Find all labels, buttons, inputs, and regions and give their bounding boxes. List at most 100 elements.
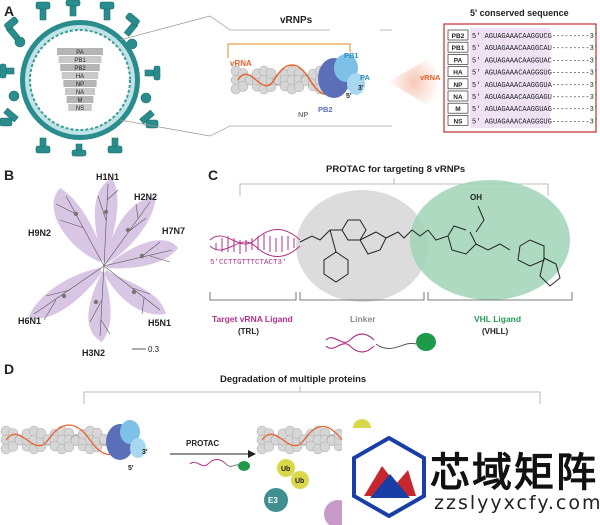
oh-label: OH [470, 193, 482, 202]
d-vrnp-left [0, 420, 146, 460]
seq-segment-box [447, 78, 469, 90]
d-np-beads-left [0, 425, 110, 455]
vrnp-3end: 3' [358, 85, 364, 92]
np-bead [263, 441, 275, 452]
seq-text: 5' AGUAGAAACAAGGAGU---------3' [472, 94, 598, 102]
label-h7n7: H7N7 [162, 226, 185, 236]
seq-segment-name: PB1 [452, 45, 465, 52]
np-beads [230, 65, 326, 95]
seq-text: 5' AGUAGAAACAAGGGUG---------3' [472, 118, 598, 126]
segment-label: NP [76, 82, 84, 88]
linker-label: Linker [350, 314, 376, 324]
pb2-label: PB2 [318, 105, 333, 114]
vrna-pointer-label: vRNA [420, 73, 441, 82]
vrnp-bracket [209, 15, 392, 137]
segment-label: PA [76, 50, 84, 56]
seq-box [443, 23, 597, 133]
zoom-line-top [119, 15, 211, 41]
label-h6n1: H6N1 [18, 316, 41, 326]
seq-segment-box [447, 115, 469, 126]
d-vrnp-right [256, 419, 371, 525]
panel-a-label: A [4, 3, 14, 19]
segment-bar [58, 56, 102, 63]
trl-sequence: 5'CCTTGTTTCTACT3' [210, 259, 287, 267]
phylo-tree [28, 178, 178, 342]
vrna-bracket [227, 43, 351, 58]
d-5end: 5' [128, 465, 134, 472]
seq-text: 5' AGUAGAAACAAGGCAU---------3' [472, 45, 598, 53]
ub-label-1: Ub [281, 466, 290, 473]
seq-segment-box [447, 29, 469, 41]
segment-bar [57, 48, 103, 55]
degradation-bracket [83, 386, 541, 404]
label-h9n2: H9N2 [28, 228, 51, 238]
vhl-label: VHL Ligand [474, 314, 521, 324]
trl-label: Target vRNA Ligand [212, 314, 293, 324]
reaction-arrowhead [248, 450, 256, 458]
segment-bar [68, 104, 92, 111]
d-protac-cartoon [189, 459, 250, 471]
np-bead [91, 427, 103, 439]
np-bead [265, 68, 277, 79]
segment-label: M [78, 98, 83, 104]
segment-bar [65, 88, 95, 95]
panel-d-label: D [4, 361, 14, 377]
protac-cartoon [325, 333, 436, 353]
seq-text: 5' AGUAGAAACAAGGGUA---------3' [472, 82, 598, 90]
panel-c-label: C [208, 167, 218, 183]
seq-segment-name: PA [454, 57, 463, 64]
trl-abbr: (TRL) [238, 327, 259, 336]
vrnp-coil [230, 54, 365, 98]
panel-b-label: B [4, 167, 14, 183]
scale-label: 0.3 [148, 345, 160, 354]
pb1-label: PB1 [344, 51, 359, 60]
protac-structure [299, 205, 561, 287]
np-bead [35, 428, 47, 439]
pa-subunit [347, 73, 365, 95]
vhl-region [410, 180, 570, 300]
pa-label: PA [360, 73, 370, 82]
segment-bar [66, 96, 94, 103]
seq-segment-name: NS [453, 118, 463, 125]
seq-segment-box [447, 66, 469, 77]
label-h1n1: H1N1 [96, 172, 119, 182]
seq-text: 5' AGUAGAAACAAGGUCG---------3' [472, 33, 598, 41]
np-label: NP [298, 110, 308, 119]
np-bead [63, 441, 75, 453]
np-bead [237, 81, 249, 92]
segment-bar [63, 80, 97, 87]
segment-bar [60, 64, 100, 71]
seq-text: 5' AGUAGAAACAAGGGUG---------3' [472, 70, 598, 78]
clade-h3n2 [88, 272, 111, 342]
label-h2n2: H2N2 [134, 192, 157, 202]
seq-segment-name: M [455, 106, 460, 113]
e3-label: E3 [268, 496, 278, 505]
protac-bracket [239, 178, 549, 196]
vrnp-5end: 5' [346, 93, 352, 100]
seq-text: 5' AGUAGAAACAAGGUAG---------3' [472, 106, 598, 114]
vrnps-title: vRNPs [280, 15, 313, 26]
seq-segment-name: HA [453, 70, 463, 77]
protac-arrow-label: PROTAC [186, 439, 219, 448]
watermark-url: zzslyyxcfy.com [434, 492, 600, 514]
vrna-pointer [388, 52, 440, 112]
seq-text: 5' AGUAGAAACAAGGUAC---------3' [472, 57, 598, 65]
protac-title: PROTAC for targeting 8 vRNPs [326, 164, 465, 175]
np-bead [291, 428, 303, 439]
segment-bar [61, 72, 99, 79]
ub-label-2: Ub [295, 478, 304, 485]
d-3end: 3' [142, 449, 148, 456]
vhl-abbr: (VHLL) [482, 327, 509, 336]
segment-label: NA [76, 90, 84, 96]
seq-segment-box [447, 102, 469, 114]
segment-label: NS [76, 106, 84, 112]
clade-h6n1 [28, 268, 102, 319]
seq-segment-box [447, 41, 469, 53]
degradation-title: Degradation of multiple proteins [220, 374, 366, 385]
watermark-logo-icon [352, 436, 426, 518]
np-bead [293, 81, 305, 93]
d-np-beads-right [256, 425, 345, 455]
